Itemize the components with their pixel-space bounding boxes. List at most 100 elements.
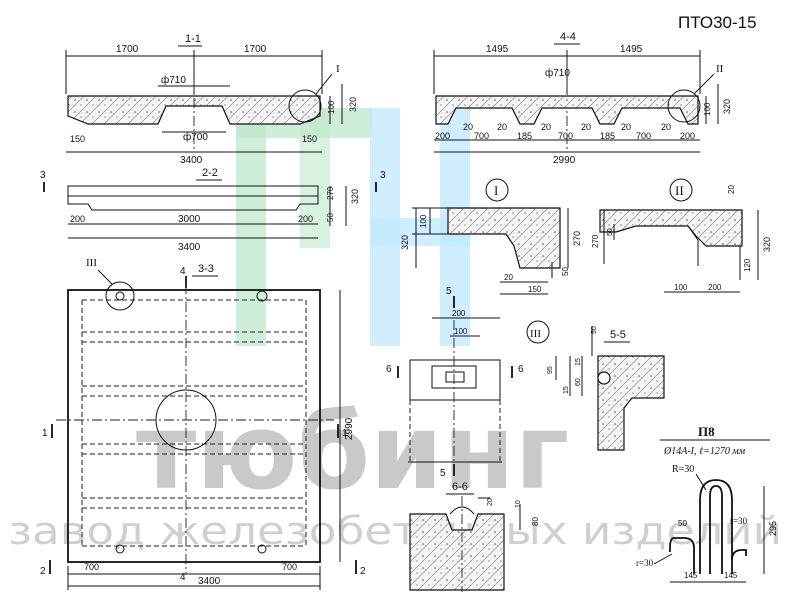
dim-150-right: 150 [302,134,317,144]
cut-2-right: 2 [360,566,366,577]
dim-320-4-4: 320 [722,99,732,114]
plan-outline [67,289,321,563]
dim-b1: 20 [463,122,473,132]
dim-b10: 700 [636,131,651,141]
section-2-2: 2-2 3 3 200 3000 200 3400 50 270 320 [40,167,386,253]
dim-320-detail-I: 320 [400,235,410,250]
dim-150-left: 150 [70,134,85,144]
dim-b2: 700 [474,131,489,141]
dim-100-4-4: 100 [703,102,712,116]
rebar-R30: R=30 [672,464,694,475]
bottom-dims-4-4: 200 20 700 20 185 20 700 20 185 20 700 2… [435,122,695,141]
detail-II-label: II [675,183,684,198]
rebar-P8: П8 Ø14А-I, ℓ=1270 мм R=30 50 r=30 r=30 1… [636,424,778,583]
cut-1-left: 1 [42,428,48,439]
dim-b3: 20 [497,122,507,132]
cut-3-left: 3 [40,170,46,181]
dim-3400-2-2: 3400 [178,242,201,253]
dim-50-5-5: 50 [591,326,598,334]
dim-270-2-2: 270 [326,186,335,200]
dim-b7: 20 [581,122,591,132]
dim-3000-2-2: 3000 [178,214,201,225]
detail-I-label: I [494,183,498,198]
section-5-5: 5-5 50 15 60 15 95 [547,326,665,451]
dim-3400-plan: 3400 [198,576,221,587]
dim-b11: 20 [661,122,671,132]
plan-3-3: 3-3 4 III 1 1 2 2 4 700 700 [40,257,366,590]
dim-b9: 20 [621,122,631,132]
cut-4-bottom: 4 [180,572,186,583]
section-6-6: 6-6 20 10 80 [409,481,540,592]
plan-3-3-label: 3-3 [198,263,214,275]
callout-III-plan: III [86,257,97,269]
dim-50-detail-II: 50 [607,228,614,236]
dim-100-detail-II: 100 [674,283,688,292]
dim-50-2-2: 50 [326,213,335,222]
rebar-r30-right: r=30 [730,516,748,526]
dim-1700-left: 1700 [116,44,139,55]
rebar-dim-145-left: 145 [684,571,698,580]
dim-60-5-5: 60 [575,378,582,386]
dim-320-detail-II: 320 [762,237,772,252]
slab-2-2 [67,185,319,211]
dim-320-1-1: 320 [348,97,358,112]
dim-20-detail-I: 20 [504,273,513,282]
hole-top-4-4: ф710 [545,67,570,79]
dim-50-detail-I: 50 [561,267,570,276]
watermark-subtitle: завод железобетонных изделий [8,509,782,553]
drawing-code: ПТО30-15 [678,13,757,32]
dim-15-b-5-5: 15 [563,386,570,394]
section-4-4-label: 4-4 [560,31,576,43]
cut-4-top: 4 [180,266,186,277]
watermark: тюбинг завод железобетонных изделий [8,108,782,553]
dim-b12: 200 [680,131,695,141]
section-1-1: 1-1 1700 1700 ф710 ф700 150 150 3400 100… [65,33,358,166]
dim-700-right: 700 [282,562,297,572]
rebar-dim-295: 295 [768,521,778,536]
detail-I: I 100 320 270 50 20 150 [400,178,582,295]
dim-b4: 185 [517,131,532,141]
callout-II-4-4: II [716,63,724,75]
detail-III-label: III [530,328,541,340]
dim-100-1-1: 100 [327,100,336,114]
cut-5-top: 5 [446,286,452,297]
watermark-brand: тюбинг [136,391,569,513]
hole-top-1-1: ф710 [161,74,186,86]
dim-200-left-2-2: 200 [70,214,85,224]
rebar-mark: П8 [698,424,715,439]
dim-80-6-6: 80 [531,517,540,526]
section-1-1-label: 1-1 [185,33,201,45]
slab-4-4 [435,95,699,125]
dim-700-left: 700 [84,562,99,572]
slab-1-1 [67,95,321,125]
dim-20-6-6: 20 [487,498,494,506]
section-4-4: 4-4 1495 1495 ф710 200 20 700 20 185 20 … [433,31,732,166]
cut-2-left: 2 [40,566,46,577]
detail-II: II 270 50 20 320 120 100 200 [591,178,772,293]
dim-b8: 185 [600,131,615,141]
dim-150-detail-I: 150 [528,285,542,294]
cut-6-right: 6 [518,364,524,375]
dim-200-detail-II: 200 [708,283,722,292]
view-5: 5 200 100 6 6 5 [386,286,524,479]
dim-320-2-2: 320 [350,189,360,204]
rebar-dim-50: 50 [678,519,687,528]
section-2-2-label: 2-2 [202,167,218,179]
dim-100-detail-I: 100 [419,214,428,228]
cut-5-bottom: 5 [440,468,446,479]
hole-bottom-1-1: ф700 [183,131,208,143]
dim-10-6-6: 10 [515,500,522,508]
cut-6-left: 6 [386,364,392,375]
section-5-5-label: 5-5 [610,329,626,341]
dim-2990-4-4: 2990 [553,155,576,166]
dim-b6: 700 [558,131,573,141]
section-6-6-label: 6-6 [452,481,468,493]
dim-1700-right: 1700 [244,44,267,55]
cut-3-right: 3 [380,170,386,181]
dim-b5: 20 [541,122,551,132]
dim-1495-right: 1495 [620,44,643,55]
rebar-spec: Ø14А-I, ℓ=1270 мм [663,446,746,457]
dim-3400-1-1: 3400 [180,155,203,166]
dim-b0: 200 [435,131,450,141]
rebar-dim-145-right: 145 [724,571,738,580]
